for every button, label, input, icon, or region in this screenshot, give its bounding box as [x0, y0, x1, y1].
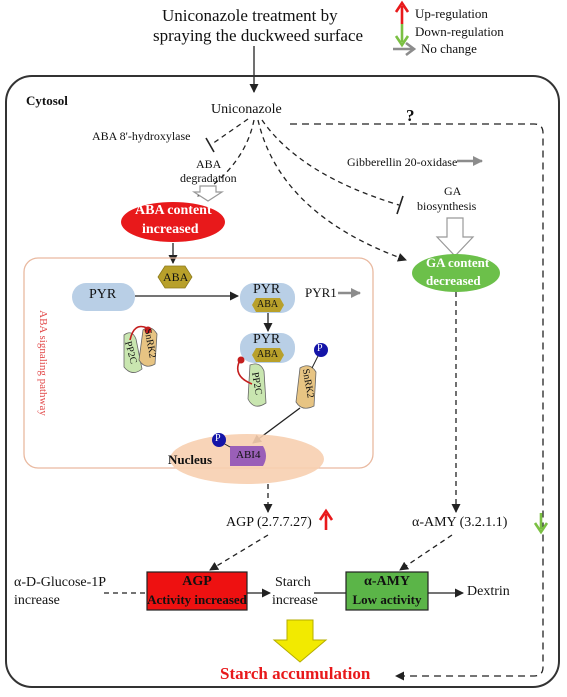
no-change-arrow-icon	[393, 41, 417, 57]
pp2c-complex	[236, 356, 267, 407]
pyr-receptor-free	[72, 283, 135, 311]
agp-box-line1: AGP	[182, 574, 212, 589]
agp-to-box-arrow	[209, 534, 269, 571]
treatment-title-line2: spraying the duckweed surface	[153, 26, 364, 45]
aba-degradation-line2: degradation	[180, 171, 237, 185]
abi4-label: ABI4	[236, 449, 261, 461]
inhibit-ga-biosynthesis	[261, 119, 400, 206]
question-mark: ?	[406, 106, 415, 125]
down-arrow-icon	[394, 24, 410, 48]
amy-to-box-arrow	[399, 534, 453, 571]
legend-up: Up-regulation	[415, 6, 488, 21]
aba-content-line1: ABA content	[135, 203, 212, 218]
starch-line2: increase	[272, 593, 318, 608]
agp-label: AGP (2.7.7.27)	[226, 515, 312, 530]
amy-activity-box	[345, 571, 429, 611]
aba-degradation-line1: ABA	[196, 157, 222, 171]
amy-box-line1: α-AMY	[364, 574, 410, 589]
starch-accumulation-label: Starch accumulation	[220, 664, 371, 683]
ga-biosynthesis-line2: biosynthesis	[417, 199, 477, 213]
inhibit-bar-ga	[396, 195, 404, 215]
abi4-phospho-label: P	[215, 433, 221, 444]
abi4-protein	[230, 446, 266, 466]
starch-accumulation-arrow	[272, 619, 328, 663]
pyr-complex-label: PYR	[253, 332, 281, 347]
inhibit-aba-hydroxylase	[211, 118, 249, 145]
uniconazole-to-aba-arrow	[197, 119, 255, 197]
snrk2-phospho-label: P	[317, 343, 323, 354]
pyr1-label: PYR1	[305, 285, 337, 300]
up-arrow-icon	[394, 0, 410, 24]
starch-line1: Starch	[275, 575, 311, 590]
aba-content-line2: increased	[142, 222, 199, 237]
aba-complex-label: ABA	[257, 349, 279, 360]
ga-biosynthesis-hollow-arrow	[435, 217, 475, 257]
cell-boundary	[5, 75, 560, 688]
uniconazole-to-ga-arrow	[257, 119, 407, 262]
aba-degradation-hollow-arrow	[191, 185, 225, 202]
nucleus-label: Nucleus	[168, 452, 213, 467]
uniconazole-label: Uniconazole	[211, 102, 282, 117]
alpha-amy-label: α-AMY (3.2.1.1)	[412, 515, 508, 530]
aba-pathway-title: ABA signaling pathway	[37, 310, 49, 416]
aba-hex-label: ABA	[163, 270, 189, 284]
legend-nochange: No change	[421, 41, 477, 56]
abi4-phospho	[212, 433, 226, 447]
ga-content-line2: decreased	[426, 273, 481, 288]
ga-content-node	[412, 254, 500, 292]
glucose-line1: α-D-Glucose-1P	[14, 575, 107, 590]
legend-down: Down-regulation	[415, 24, 504, 39]
agp-activity-box	[146, 571, 248, 611]
aba-bound-small	[252, 298, 284, 312]
aba-hydroxylase-label: ABA 8'-hydroxylase	[92, 129, 191, 143]
amy-box-line2: Low activity	[352, 592, 422, 607]
glucose-line2: increase	[14, 593, 60, 608]
aba-complex-small	[252, 348, 284, 362]
gibberellin-oxidase-label: Gibberellin 20-oxidase	[347, 155, 458, 169]
ga-biosynthesis-line1: GA	[444, 184, 462, 198]
aba-content-node	[121, 202, 225, 242]
aba-molecule	[157, 265, 193, 289]
aba-bound-label: ABA	[257, 299, 279, 310]
pyr-free-label: PYR	[89, 287, 117, 302]
agp-box-line2: Activity increased	[147, 592, 247, 607]
pp2c-snrk2-free	[123, 325, 158, 373]
pyr-bound-label: PYR	[253, 282, 281, 297]
treatment-title-line1: Uniconazole treatment by	[162, 6, 338, 25]
cytosol-label: Cytosol	[26, 93, 68, 108]
agp-up-arrow-icon	[318, 508, 334, 530]
amy-down-arrow-icon	[533, 513, 549, 535]
inhibit-bar	[205, 137, 215, 153]
ga-content-line1: GA content	[426, 255, 490, 270]
dextrin-label: Dextrin	[467, 584, 510, 599]
snrk2-released	[295, 343, 328, 409]
